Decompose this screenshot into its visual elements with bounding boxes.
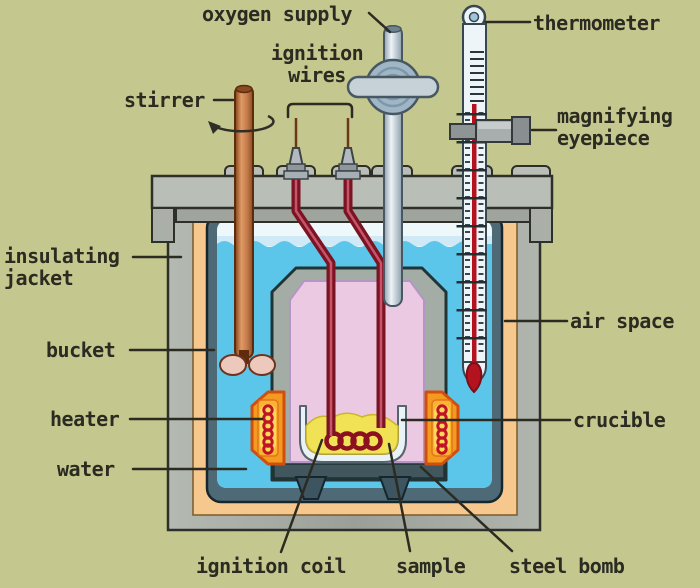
oxygen-valve — [346, 58, 440, 116]
wire-terminal-left — [283, 147, 309, 180]
leader-steel-bomb — [419, 465, 514, 553]
label-crucible: crucible — [573, 408, 666, 432]
heater-right — [424, 390, 460, 466]
heater-coil-right — [436, 404, 448, 455]
label-air-space: air space — [570, 309, 674, 333]
leader-sample — [387, 442, 412, 553]
label-thermometer: thermometer — [533, 11, 660, 35]
label-water: water — [57, 457, 115, 481]
valve-handle — [346, 75, 440, 99]
label-ignition-coil: ignition coil — [196, 554, 347, 578]
label-oxygen-supply: oxygen supply — [202, 2, 353, 26]
heater-coil-left — [262, 404, 274, 455]
stirrer-paddle — [219, 354, 276, 376]
label-steel-bomb: steel bomb — [509, 554, 625, 578]
label-bucket: bucket — [46, 338, 116, 362]
thermometer — [456, 4, 487, 394]
label-insulating-line2: jacket — [4, 266, 74, 290]
steel-bomb — [270, 266, 448, 500]
heater-left — [250, 390, 286, 466]
label-magnifying-eyepiece: magnifying eyepiece — [557, 104, 673, 150]
ignition-wires-bracket — [286, 102, 354, 119]
ignition-wires — [283, 118, 386, 436]
label-ignition-wires: ignition wires — [262, 42, 372, 86]
rotation-arrow — [208, 114, 275, 134]
thermometer-bulb — [465, 361, 483, 394]
label-insulating-line1: insulating — [4, 244, 120, 268]
magnifying-eyepiece — [449, 116, 531, 145]
wire-terminal-right — [335, 147, 361, 180]
bomb-foot-right — [378, 476, 412, 500]
leader-ignition-coil — [279, 438, 324, 554]
oxygen-supply-tube — [346, 25, 440, 307]
mercury-column — [472, 104, 477, 370]
leader-lines — [128, 11, 572, 554]
leader-oxygen-supply — [367, 11, 392, 34]
label-ignition-wires-line2: wires — [288, 63, 346, 87]
label-heater: heater — [50, 407, 120, 431]
label-insulating-jacket: insulating jacket — [4, 244, 120, 290]
label-ignition-wires-line1: ignition — [270, 41, 364, 65]
label-magnifying-line1: magnifying — [557, 104, 673, 128]
label-magnifying-line2: eyepiece — [557, 126, 650, 150]
label-sample: sample — [396, 554, 466, 578]
label-stirrer: stirrer — [124, 88, 205, 112]
stirrer — [208, 84, 276, 376]
